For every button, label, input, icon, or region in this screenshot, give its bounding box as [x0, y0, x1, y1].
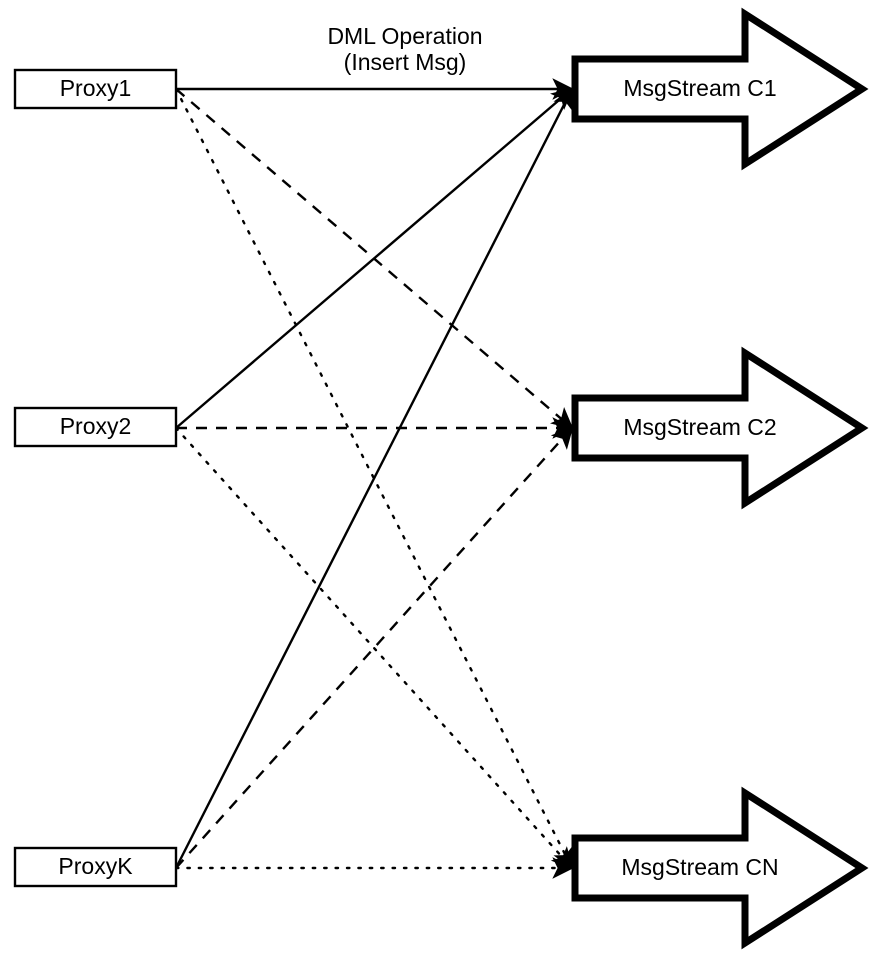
- msgstream-label: MsgStream C2: [623, 414, 776, 440]
- msgstream-label: MsgStream CN: [621, 854, 778, 880]
- connection-lines-group: [174, 78, 574, 879]
- connection-proxyk-to-c1[interactable]: [174, 87, 574, 869]
- msgstream-cn[interactable]: MsgStream CN: [571, 786, 869, 950]
- dml-operation-label-line2: (Insert Msg): [344, 49, 467, 75]
- dml-operation-label-line1: DML Operation: [327, 23, 482, 49]
- proxy-label: ProxyK: [58, 853, 133, 879]
- connection-proxy2-to-cn[interactable]: [174, 426, 574, 870]
- proxy-node-proxy2[interactable]: Proxy2: [13, 406, 178, 448]
- proxy-label: Proxy2: [60, 413, 132, 439]
- msgstream-arrow-shape: [571, 346, 869, 510]
- proxy-box: [13, 68, 178, 110]
- proxy-label: Proxy1: [60, 75, 132, 101]
- connection-proxy2-to-c1[interactable]: [175, 87, 574, 429]
- msgstream-label: MsgStream C1: [623, 75, 776, 101]
- msgstream-arrow-shape: [571, 786, 869, 950]
- proxy-node-proxyk[interactable]: ProxyK: [13, 846, 178, 888]
- edge-dotted[interactable]: [174, 426, 574, 870]
- msgstream-group: MsgStream C1 MsgStream C2 MsgStream CN: [571, 7, 869, 950]
- edge-solid[interactable]: [175, 87, 574, 429]
- msgstream-c1[interactable]: MsgStream C1: [571, 7, 869, 171]
- proxy-node-proxy1[interactable]: Proxy1: [13, 68, 178, 110]
- proxy-box: [13, 846, 178, 888]
- msgstream-arrow-shape: [571, 7, 869, 171]
- proxy-box: [13, 406, 178, 448]
- dml-operation-label: DML Operation (Insert Msg): [327, 23, 482, 75]
- edge-solid[interactable]: [174, 87, 574, 869]
- msgstream-c2[interactable]: MsgStream C2: [571, 346, 869, 510]
